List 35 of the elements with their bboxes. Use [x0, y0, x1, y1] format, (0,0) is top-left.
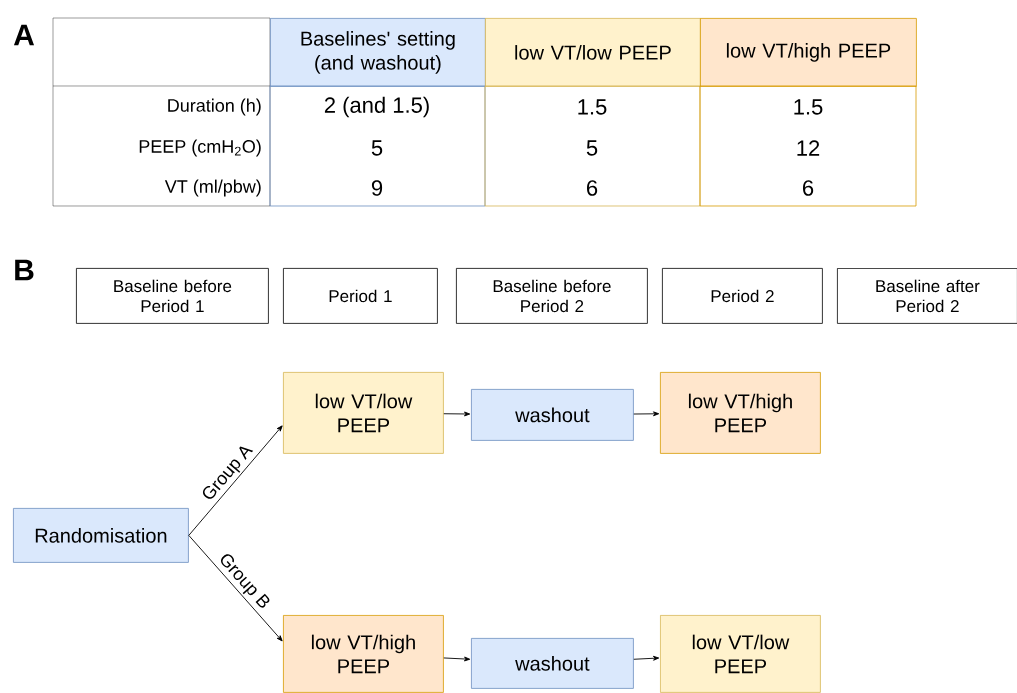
table-cell: 9 — [371, 180, 383, 196]
treatment-box: low VT/low PEEP — [283, 372, 444, 454]
arrow — [443, 411, 471, 417]
header-cell: low VT/high PEEP — [700, 18, 917, 87]
table-cell: 12 — [797, 140, 820, 156]
arrow — [633, 411, 660, 417]
period-box: Baseline before Period 1 — [76, 268, 269, 324]
table-cell: 5 — [586, 140, 598, 156]
arrow — [188, 534, 283, 642]
row-label: VT (ml/pbw) — [164, 179, 261, 197]
washout-box: washout — [471, 638, 634, 689]
table-cell: 6 — [803, 180, 814, 196]
period-box: Period 2 — [662, 268, 823, 324]
period-box: Period 1 — [283, 268, 438, 324]
panel-letter: A — [13, 24, 35, 46]
header-cell: Baselines' setting (and washout) — [270, 18, 486, 87]
table-cell: 5 — [371, 140, 383, 156]
arrow — [188, 425, 283, 536]
table-cell: 2 (and 1.5) — [324, 96, 429, 118]
panel-letter: B — [15, 259, 34, 281]
arrow — [633, 655, 660, 661]
header-cell: low VT/low PEEP — [485, 18, 701, 87]
table-cell: 1.5 — [794, 99, 823, 115]
period-box: Baseline before Period 2 — [456, 268, 648, 324]
table-cell: 1.5 — [578, 99, 607, 115]
randomisation-box: Randomisation — [13, 508, 189, 563]
row-label: Duration (h) — [168, 98, 261, 116]
treatment-box: low VT/high PEEP — [283, 615, 444, 693]
treatment-box: low VT/low PEEP — [660, 615, 821, 693]
washout-box: washout — [471, 389, 634, 441]
period-box: Baseline after Period 2 — [837, 268, 1017, 324]
arrow — [443, 656, 471, 662]
row-label: PEEP (cmH$_{2}$O) — [139, 139, 261, 157]
treatment-box: low VT/high PEEP — [660, 372, 821, 454]
table-cell: 6 — [587, 180, 598, 196]
